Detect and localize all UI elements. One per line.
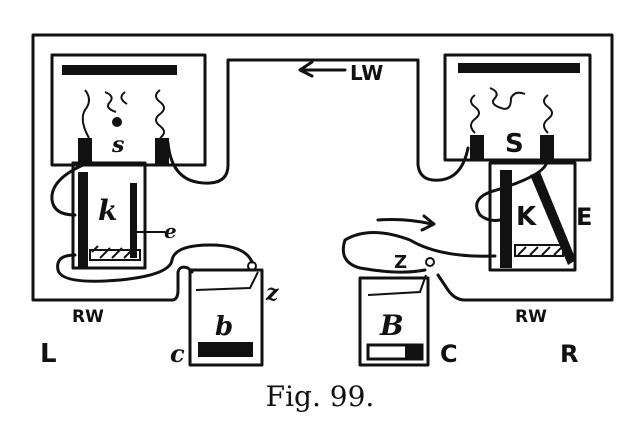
label-left-station: L [40,339,57,369]
left-sounder [50,53,207,167]
left-key [71,161,165,270]
label-cell-right: B [379,309,404,342]
figure-caption: Fig. 99. [265,380,375,413]
line-wire [166,58,470,185]
label-cell-left-zinc: z [265,280,279,306]
left-cell [188,261,264,367]
wire-right-key-to-cell [341,231,497,274]
label-sounder-right: S [505,129,524,159]
wire-left-sounder-to-key [50,163,85,217]
label-line-wire: LW [350,61,383,85]
label-cell-right-plate: C [440,340,458,368]
label-key-right-lever: E [576,203,592,231]
label-cell-left: b [215,312,233,342]
right-key [488,161,577,272]
right-cell [358,257,435,367]
label-cell-right-zinc: Z [394,252,407,273]
wire-left-key-to-cell [56,243,254,283]
label-sounder-left: s [111,132,124,158]
label-key-right: K [516,202,537,232]
circuit-wire-outer [31,33,614,302]
label-return-wire-right: RW [515,307,547,327]
label-return-wire-left: RW [72,307,104,327]
label-key-left: k [98,194,117,227]
arrow-left-icon [298,60,347,78]
right-sounder [443,53,592,162]
label-right-station: R [560,340,578,368]
label-key-left-lever: e [164,219,177,243]
label-cell-left-plate: c [170,339,185,368]
arrow-right-icon [376,214,436,232]
